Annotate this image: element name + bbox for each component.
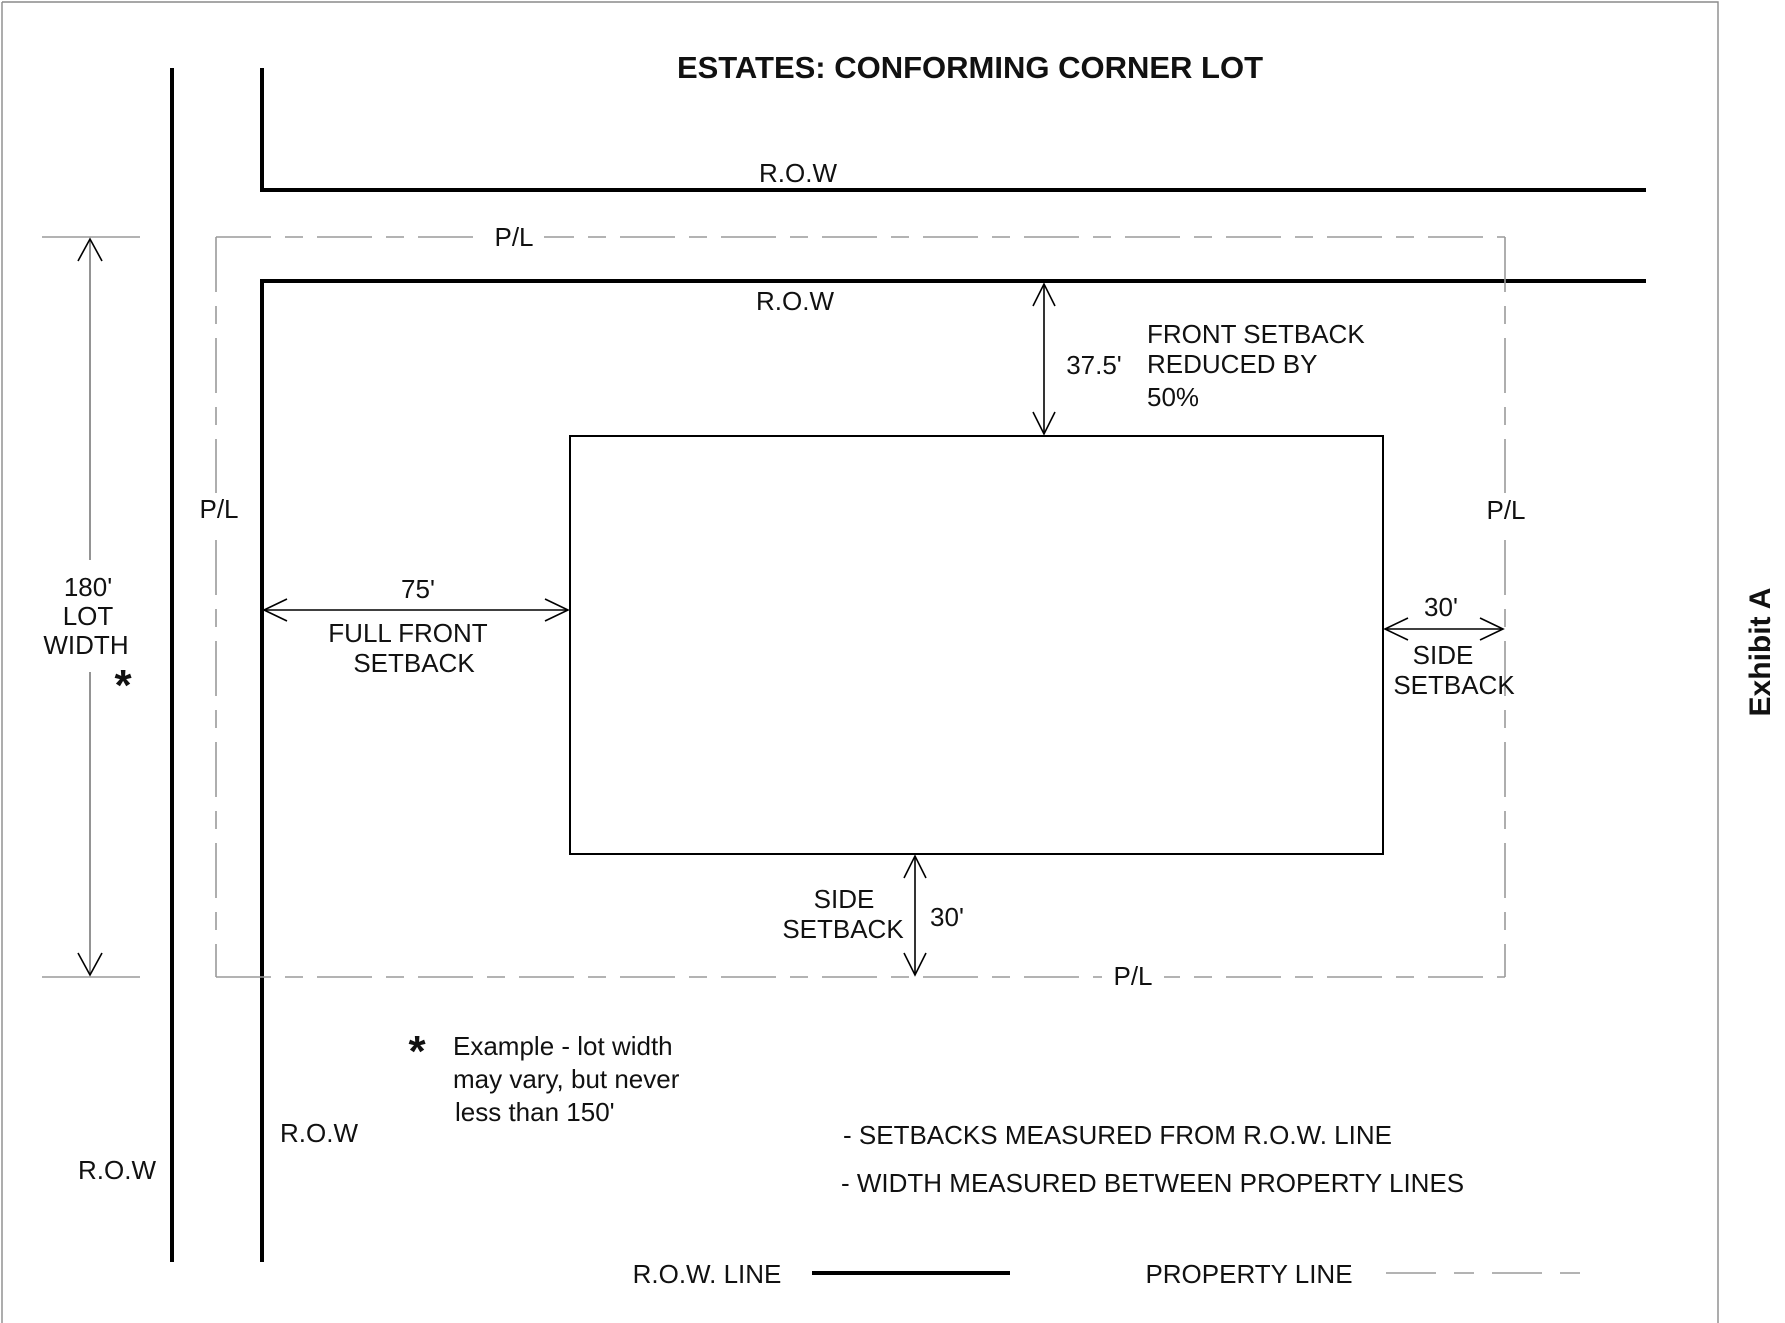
page-frame — [1, 1, 1719, 1323]
note-setbacks: - SETBACKS MEASURED FROM R.O.W. LINE — [843, 1120, 1392, 1150]
lot-width-asterisk: * — [114, 661, 132, 710]
pl-label-bottom-background — [1102, 960, 1164, 994]
note-width: - WIDTH MEASURED BETWEEN PROPERTY LINES — [841, 1168, 1464, 1198]
side-setback-right-label-line1: SIDE — [1413, 640, 1474, 670]
exhibit-label: Exhibit A — [1744, 588, 1777, 717]
lot-width-arrow-bottom — [77, 952, 103, 977]
pl-label-bottom: P/L — [1113, 961, 1152, 991]
side-setback-right-label-line2: SETBACK — [1393, 670, 1515, 700]
pl-label-left-background — [196, 493, 242, 527]
side-setback-right-arrow-right — [1479, 617, 1505, 641]
footnote-line2: may vary, but never — [453, 1064, 680, 1094]
row-label-left-outer: R.O.W — [78, 1155, 156, 1185]
pl-label-right: P/L — [1486, 495, 1525, 525]
side-setback-bottom-arrow-bottom — [903, 952, 927, 977]
full-front-setback-value: 75' — [401, 574, 435, 604]
diagram-title: ESTATES: CONFORMING CORNER LOT — [677, 50, 1263, 85]
row-label-top-inner: R.O.W — [756, 286, 834, 316]
lot-width-value: 180' — [64, 572, 112, 602]
side-setback-bottom-value: 30' — [930, 902, 964, 932]
lot-width-arrow-top — [77, 237, 103, 262]
row-line-inner — [260, 279, 1646, 1262]
full-front-setback-label-line2: SETBACK — [353, 648, 475, 678]
footnote-line3: less than 150' — [455, 1097, 615, 1127]
pl-label-top-background — [486, 220, 544, 254]
front-setback-label-line2: REDUCED BY — [1147, 349, 1317, 379]
side-setback-right-value: 30' — [1424, 592, 1458, 622]
pl-label-top: P/L — [494, 222, 533, 252]
lot-width-label-line1: LOT — [63, 601, 114, 631]
front-setback-arrow-bottom — [1032, 411, 1056, 436]
side-setback-bottom-label-line1: SIDE — [814, 884, 875, 914]
front-setback-label-line1: FRONT SETBACK — [1147, 319, 1365, 349]
full-front-setback-arrow-right — [544, 598, 570, 622]
building-envelope — [569, 435, 1384, 855]
side-setback-right-arrow-left — [1383, 617, 1409, 641]
front-setback-value: 37.5' — [1066, 350, 1122, 380]
pl-label-left: P/L — [199, 494, 238, 524]
row-label-top-outer: R.O.W — [759, 158, 837, 188]
full-front-setback-label-line1: FULL FRONT — [328, 618, 487, 648]
full-front-setback-arrow-left — [262, 598, 288, 622]
footnote-asterisk: * — [408, 1027, 426, 1076]
pl-label-right-background — [1484, 493, 1530, 527]
row-line-top-outer — [260, 68, 1646, 192]
front-setback-label-line3: 50% — [1147, 382, 1199, 412]
footnote-line1: Example - lot width — [453, 1031, 673, 1061]
side-setback-bottom-arrow-top — [903, 854, 927, 879]
side-setback-bottom-label-line2: SETBACK — [782, 914, 904, 944]
front-setback-arrow-top — [1032, 282, 1056, 307]
row-label-left-inner: R.O.W — [280, 1118, 358, 1148]
legend-row-line-label: R.O.W. LINE — [633, 1259, 782, 1289]
legend-property-line-label: PROPERTY LINE — [1145, 1259, 1352, 1289]
lot-width-label-line2: WIDTH — [43, 630, 128, 660]
